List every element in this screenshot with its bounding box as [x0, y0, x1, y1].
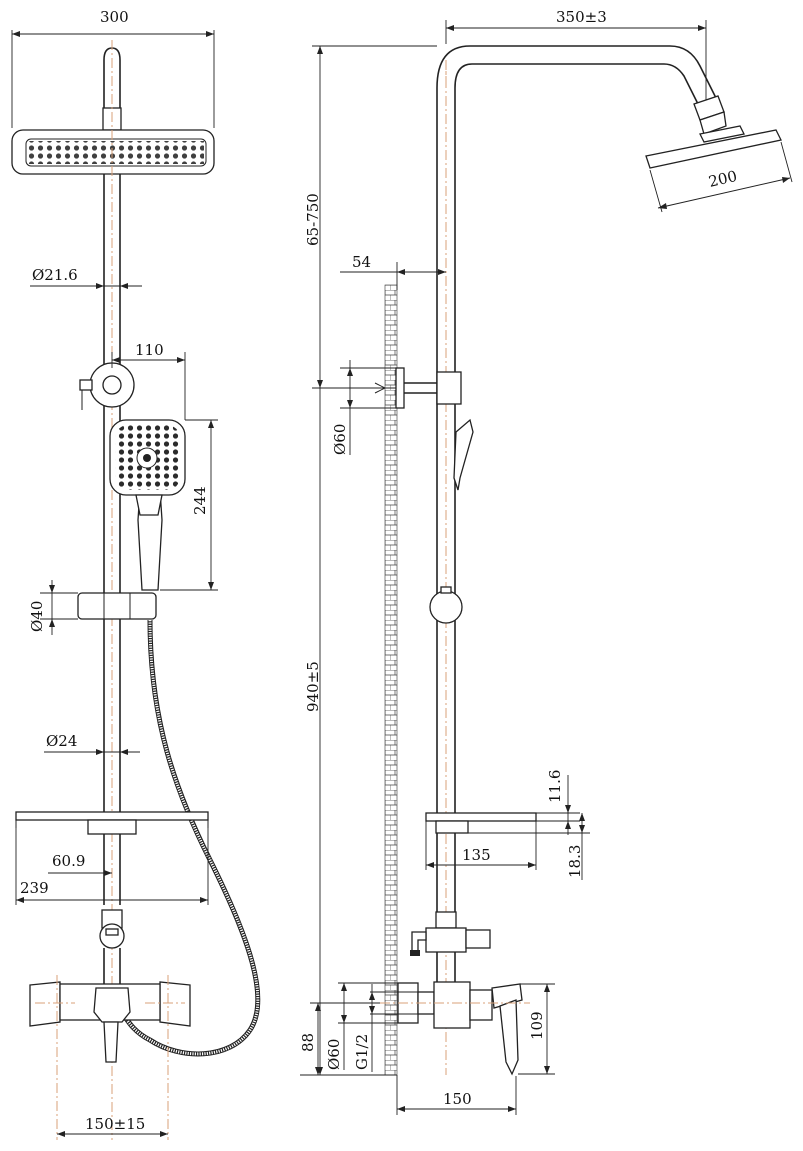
dim-shelf-thick: 11.6 [546, 770, 564, 803]
dim-slider-dia: Ø40 [28, 601, 46, 632]
dim-mixer-height: 109 [528, 1011, 546, 1040]
mixer-valve [29, 975, 191, 1140]
dim-shelf-depth: 135 [462, 846, 491, 864]
hand-shower [109, 419, 186, 591]
dim-head-dia: 200 [707, 167, 739, 191]
side-diverter [410, 911, 491, 982]
dim-rail-dia: Ø24 [46, 732, 77, 750]
dim-flange-dia: Ø60 [325, 1039, 343, 1070]
slider [77, 592, 157, 620]
wall-bracket [79, 362, 135, 410]
side-view: 350±3 200 65-750 54 Ø60 940±5 [299, 8, 793, 1115]
dim-thread: G1/2 [353, 1034, 371, 1070]
dim-shelf-height: 18.3 [566, 845, 584, 878]
dim-wall-offset: 54 [352, 253, 371, 271]
dim-adjust-range: 65-750 [304, 193, 322, 246]
dim-hand-height: 244 [191, 486, 209, 515]
dim-bracket-dia: Ø60 [331, 424, 349, 455]
diverter [99, 909, 125, 985]
side-wall-bracket [370, 367, 462, 409]
dim-arm-dia: Ø21.6 [32, 266, 78, 284]
wall-hatch [384, 284, 398, 1076]
dim-mixer-depth: 150 [443, 1090, 472, 1108]
dim-head-width: 300 [100, 8, 129, 26]
front-view: 300 Ø21.6 110 244 Ø40 Ø24 60.9 [11, 8, 261, 1140]
side-mixer [380, 981, 530, 1076]
dim-inlet-spacing: 150±15 [85, 1115, 145, 1133]
dim-holder-offset: 110 [135, 341, 164, 359]
dim-shelf-offset: 60.9 [52, 852, 85, 870]
dim-shelf-width: 239 [20, 879, 49, 897]
side-shower-head [645, 125, 782, 169]
dim-base-height: 88 [299, 1033, 317, 1052]
dim-arm-length: 350±3 [556, 8, 607, 26]
dim-total-height: 940±5 [304, 661, 322, 712]
rain-shower-head [11, 129, 215, 175]
soap-shelf [15, 811, 209, 835]
